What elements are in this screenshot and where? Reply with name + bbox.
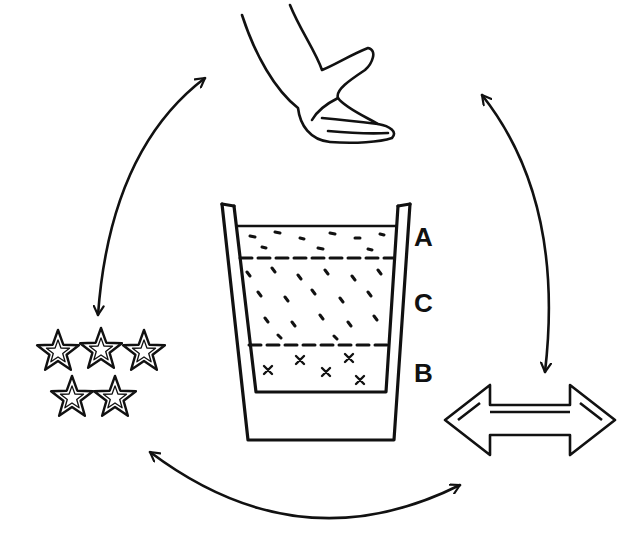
star-inner: [61, 386, 84, 408]
star: [94, 376, 136, 416]
block-arrow: [445, 385, 615, 455]
cycle-arrows: [98, 78, 549, 518]
star: [37, 330, 79, 370]
cup-inner-wall: [234, 206, 398, 392]
layer-label: C: [414, 288, 433, 318]
hand-icon: [242, 5, 394, 143]
cup-outer-wall: [222, 204, 410, 440]
finger-lines: [312, 98, 388, 133]
star: [51, 376, 93, 416]
layered-cup: [222, 204, 410, 440]
curved-double-arrow: [150, 452, 460, 518]
curved-double-arrow: [482, 95, 549, 372]
layer-label: A: [414, 222, 433, 252]
layer-boundary: [240, 257, 393, 260]
star-inner: [133, 340, 156, 362]
curved-double-arrow: [98, 78, 205, 315]
star: [123, 330, 165, 370]
star-inner: [90, 338, 113, 360]
layer-boundary: [249, 344, 389, 347]
block-arrow-inner: [458, 403, 602, 420]
star-inner: [47, 340, 70, 362]
liquid-surface: [237, 225, 396, 227]
sediment-marks: [264, 354, 364, 384]
exchange-arrow-icon: [445, 385, 615, 455]
cup-rim: [222, 204, 410, 206]
star-inner: [104, 386, 127, 408]
particle-dots: [247, 232, 384, 339]
stars-icon: [37, 328, 165, 416]
layer-label: B: [414, 358, 433, 388]
hand-outline: [242, 5, 394, 143]
star: [80, 328, 122, 368]
